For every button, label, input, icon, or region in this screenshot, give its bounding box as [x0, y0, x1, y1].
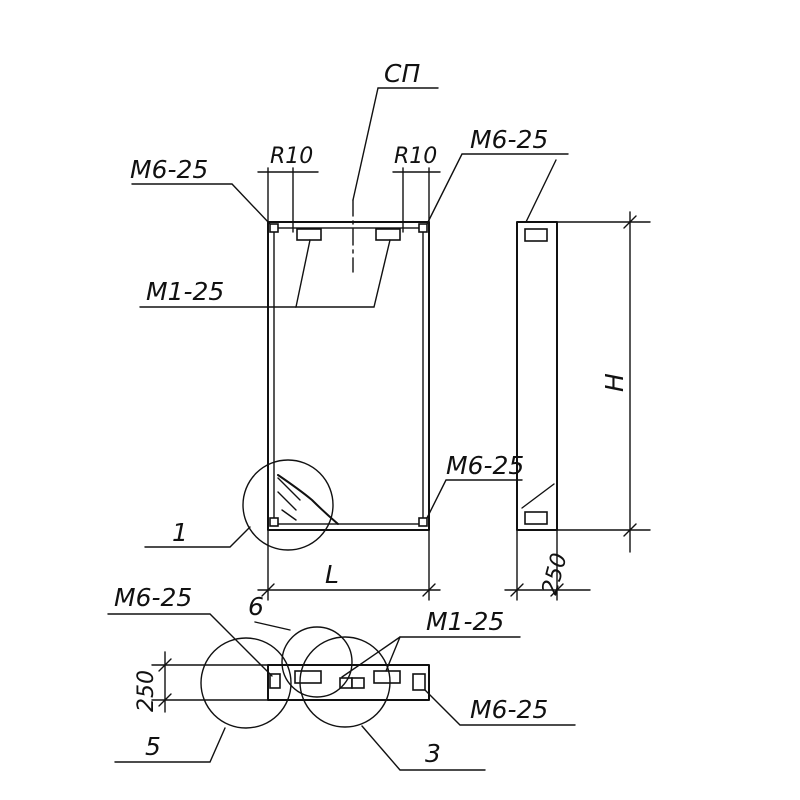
m6-mid-right-leader: M6-25 — [426, 451, 524, 519]
callout-1-label: 1 — [172, 518, 188, 547]
callout-3: 3 — [299, 636, 486, 771]
plan-sling-right — [351, 677, 365, 689]
callout-1: 1 — [144, 459, 334, 551]
sp-leader: СП — [352, 59, 439, 201]
dimension-h-label: H — [600, 373, 629, 392]
dimension-250-side: 250 — [504, 529, 591, 601]
callout-6: 6 — [248, 592, 353, 698]
m1-plan-leader: M1-25 — [341, 607, 521, 678]
m6-mid-right-label: M6-25 — [446, 451, 524, 480]
front-view-outline — [267, 221, 430, 531]
sp-label: СП — [384, 59, 420, 88]
side-view — [516, 159, 558, 531]
dimension-250-plan-label: 250 — [134, 670, 159, 712]
m6-top-left-label: M6-25 — [130, 155, 208, 184]
side-plate-bottom — [524, 511, 548, 525]
corner-detail-edge — [277, 474, 339, 525]
plan-plate-left — [269, 673, 281, 689]
side-view-outline — [516, 221, 558, 531]
front-view — [267, 199, 430, 531]
m6-top-right-leader: M6-25 — [426, 125, 569, 225]
dimension-l-label: L — [325, 560, 339, 589]
corner-plate-bottom-right — [418, 517, 428, 527]
m6-plan-right-leader: M6-25 — [424, 689, 576, 726]
dimension-250-plan: 250 — [134, 651, 269, 713]
m1-main-label: M1-25 — [146, 277, 224, 306]
lifting-loop-right — [375, 228, 401, 241]
m6-plan-right-label: M6-25 — [470, 695, 548, 724]
callout-5: 5 — [114, 637, 292, 763]
side-plate-top — [524, 228, 548, 242]
corner-plate-top-right — [418, 223, 428, 233]
callout-5-circle — [200, 637, 292, 729]
callout-5-label: 5 — [145, 732, 161, 761]
plan-view — [267, 664, 430, 701]
r10-dimensions: R10 R10 — [257, 144, 441, 233]
dimension-l: L — [257, 529, 441, 601]
plan-loop-right — [373, 670, 401, 684]
m1-plan-label: M1-25 — [426, 607, 504, 636]
plan-plate-right — [412, 673, 426, 691]
lifting-loop-left — [296, 228, 322, 241]
m6-top-right-label: M6-25 — [470, 125, 548, 154]
callout-3-label: 3 — [425, 739, 441, 768]
dimension-h: H — [556, 211, 651, 553]
m6-top-left-leader: M6-25 — [130, 155, 271, 225]
r10-left-label: R10 — [270, 144, 313, 169]
callout-1-circle — [242, 459, 334, 551]
m6-plan-left-label: M6-25 — [114, 583, 192, 612]
front-view-inner-outline — [273, 227, 424, 525]
m6-plan-left-leader: M6-25 — [107, 583, 273, 677]
corner-plate-bottom-left — [269, 517, 279, 527]
callout-6-label: 6 — [248, 592, 264, 621]
plan-loop-left — [294, 670, 322, 684]
m1-main-leader: M1-25 — [139, 239, 391, 308]
callout-3-circle — [299, 636, 391, 728]
callout-6-circle — [281, 626, 353, 698]
corner-plate-top-left — [269, 223, 279, 233]
corner-detail-hatch — [277, 477, 301, 521]
r10-right-label: R10 — [394, 144, 437, 169]
